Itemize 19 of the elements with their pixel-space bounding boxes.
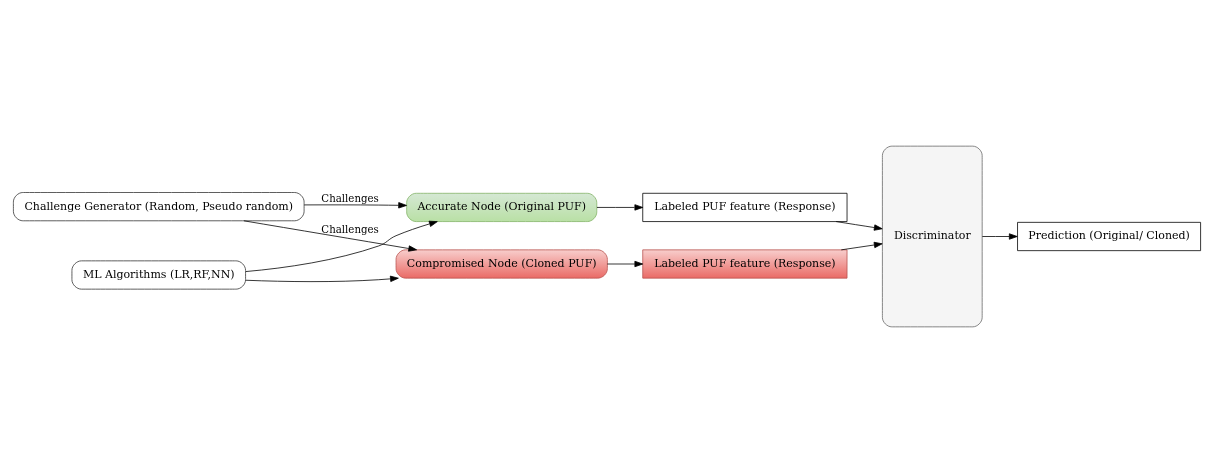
edge-label: Challenges: [321, 223, 379, 235]
arrow: [981, 232, 1018, 240]
arrow: [835, 220, 883, 231]
arrow: [243, 219, 417, 252]
arrow: [303, 201, 407, 208]
node-box: Labeled PUF feature (Response): [642, 192, 848, 222]
node-box: Compromised Node (Cloned PUF): [395, 248, 608, 279]
node-box: ML Algorithms (LR,RF,NN): [71, 259, 246, 290]
edge-label: Challenges: [321, 192, 379, 204]
arrow: [840, 241, 883, 250]
node-box: Prediction (Original/ Cloned): [1017, 221, 1201, 251]
arrow: [596, 203, 644, 211]
arrow: [245, 275, 399, 282]
node-box: Challenge Generator (Random, Pseudo random): [13, 191, 305, 221]
arrow: [245, 220, 438, 272]
node-box: Discriminator: [882, 145, 983, 327]
arrow: [607, 260, 644, 267]
node-box: Labeled PUF feature (Response): [642, 248, 848, 279]
node-box: Accurate Node (Original PUF): [406, 192, 598, 222]
